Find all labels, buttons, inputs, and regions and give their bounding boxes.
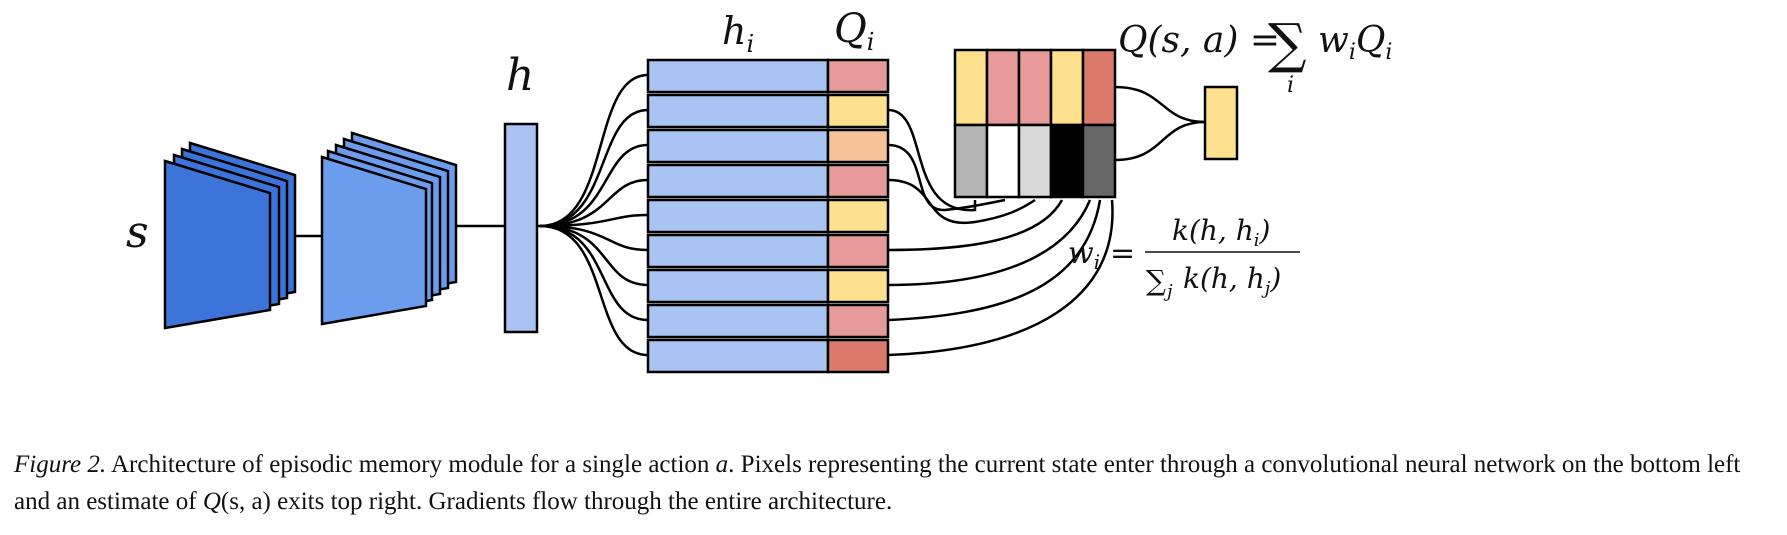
output-q-cell (1203, 85, 1239, 161)
weighted-q-cell (985, 48, 1021, 127)
weighted-q-cell (953, 48, 989, 127)
kernel-weight-cell (1049, 123, 1085, 199)
weight-equation-lhs: wi (1068, 236, 1100, 274)
memory-key-cell (646, 128, 830, 164)
weight-equation: wi = k(h, hi) ∑ j k(h, hj) (1068, 214, 1300, 302)
q-value-cell (826, 268, 890, 304)
q-equation-lhs: Q(s, a) = (1118, 20, 1280, 61)
figure-caption: Figure 2. Architecture of episodic memor… (14, 446, 1774, 520)
hi-label: hi (722, 9, 754, 58)
weighted-q-cell (1017, 48, 1053, 127)
qi-label: Qi (834, 6, 874, 56)
kernel-weight-cell (1017, 123, 1053, 199)
figure-label: Figure 2. (14, 451, 107, 478)
kernel-weight-cell (1081, 123, 1117, 199)
q-to-weights-curves (887, 108, 1114, 357)
q-value-cell (826, 198, 890, 234)
caption-text-1: Architecture of episodic memory module f… (106, 451, 716, 478)
q-value-cell (826, 338, 890, 374)
q-value-cell (826, 233, 890, 269)
caption-expr-q: Q (202, 488, 221, 515)
q-value-cell (826, 58, 890, 94)
weight-equation-denominator: k(h, hj) (1183, 262, 1281, 299)
fanout-curve (539, 73, 649, 228)
weight-equation-numerator: k(h, hi) (1172, 214, 1270, 251)
weighted-q-cell (1049, 48, 1085, 127)
conv-layer-1 (163, 141, 297, 330)
kernel-weight-cell (985, 123, 1021, 199)
fanout-curve (539, 108, 649, 228)
fanout-curve (539, 178, 649, 228)
q-weight-curve (887, 199, 1064, 252)
output-merge-curves (1114, 85, 1206, 162)
q-value-cell (826, 93, 890, 129)
memory-key-cell (646, 93, 830, 129)
kernel-weight-cell (953, 123, 989, 199)
caption-expr-args: (s, a) (220, 488, 271, 515)
memory-key-cell (646, 303, 830, 339)
q-equation-rhs: wiQi (1318, 20, 1392, 65)
memory-key-cell (646, 338, 830, 374)
memory-key-cell (646, 233, 830, 269)
weighted-q-cell (1081, 48, 1117, 127)
merge-curve (1114, 85, 1206, 124)
weight-grid (953, 48, 1117, 199)
q-equation-sum-index: i (1287, 73, 1294, 98)
memory-table (646, 58, 890, 374)
memory-key-cell (646, 163, 830, 199)
caption-var-a: a (715, 451, 729, 478)
fanout-curve (539, 224, 649, 322)
h-embedding-box (503, 122, 539, 334)
q-sum-equation: Q(s, a) = ∑ i wiQi (1118, 12, 1392, 98)
q-weight-curve (887, 178, 1036, 225)
q-value-cell (826, 163, 890, 199)
q-value-cell (826, 128, 890, 164)
qi-subscript: i (867, 28, 875, 56)
memory-key-cell (646, 58, 830, 94)
q-weight-curve (887, 199, 1092, 287)
weight-equation-denominator-index: j (1163, 281, 1173, 302)
fanout-curve (539, 224, 649, 357)
caption-text-3: exits top right. Gradients flow through … (270, 488, 893, 515)
conv1-slab (163, 159, 272, 330)
fanout-curve (539, 143, 649, 228)
merge-curve (1114, 120, 1206, 162)
memory-key-cell (646, 198, 830, 234)
caption-text-2: . Pixels representing the current state … (14, 451, 1741, 515)
q-weight-curve (887, 143, 1006, 212)
conv2-slab (320, 155, 428, 326)
episodic-memory-diagram: s h hi Qi Q(s, a) = ∑ i wiQi wi = k(h, h… (126, 6, 1392, 374)
h-label: h (506, 50, 534, 101)
state-label: s (126, 207, 149, 258)
q-weight-curve (887, 108, 977, 212)
weight-equation-denominator-sum: ∑ (1146, 264, 1166, 297)
hi-subscript: i (746, 30, 754, 58)
q-weight-curve (887, 199, 1102, 322)
q-value-cell (826, 303, 890, 339)
conv-layer-2 (320, 131, 458, 326)
memory-key-cell (646, 268, 830, 304)
q-weight-curve (887, 199, 1114, 357)
fanout-curves (539, 73, 649, 357)
q-equation-sum-sign: ∑ (1268, 12, 1307, 75)
weight-equation-equals: = (1110, 236, 1135, 271)
